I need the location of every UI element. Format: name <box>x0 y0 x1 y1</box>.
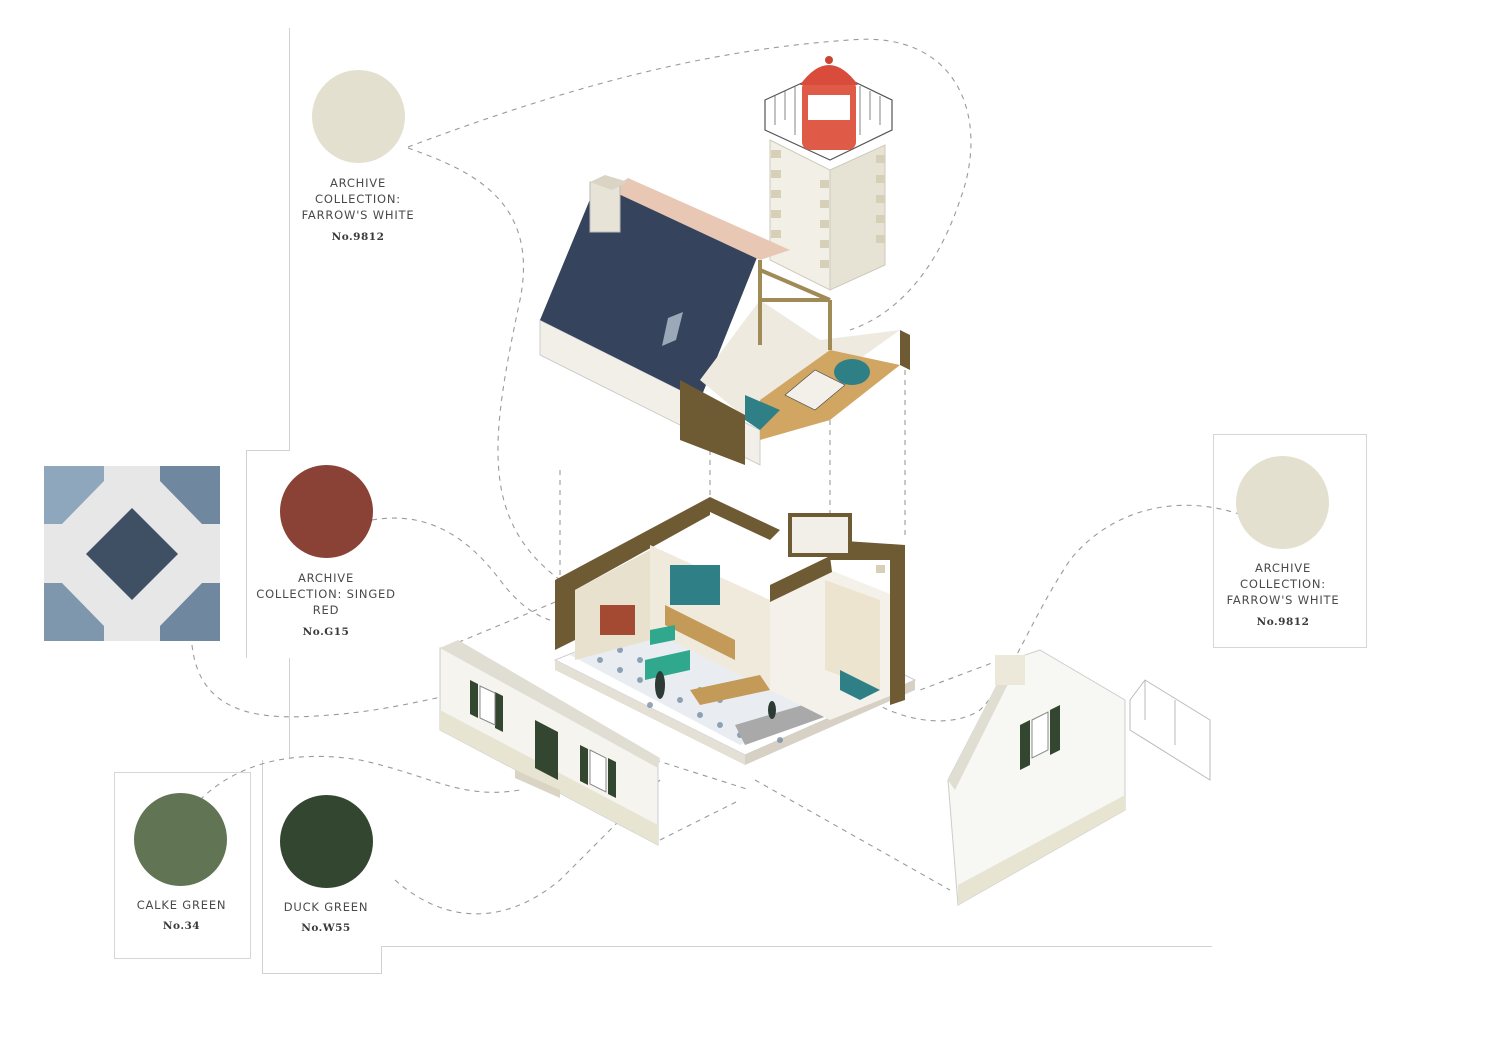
swatch-red-label-3: RED <box>312 603 340 617</box>
swatch-calke-green <box>134 793 227 886</box>
swatch-red-code: No.G15 <box>302 626 350 638</box>
front-wall <box>439 640 660 846</box>
ground-floor <box>553 497 917 765</box>
frame-line-mid-vertical <box>246 450 247 658</box>
frame-line-lower-vertical <box>289 658 290 758</box>
swatch-right-label-2: COLLECTION: <box>1240 577 1326 591</box>
swatch-top-label-1: ARCHIVE <box>329 176 387 190</box>
gable-wall <box>947 649 1211 906</box>
swatch-farrows-white-top <box>312 70 405 163</box>
frame-line-mid-horizontal <box>246 450 290 451</box>
attic-floor <box>539 175 910 466</box>
swatch-singed-red <box>280 465 373 558</box>
swatch-right-code: No.9812 <box>1256 616 1310 628</box>
swatch-top-code: No.9812 <box>331 231 385 243</box>
swatch-top-label-3: FARROW'S WHITE <box>301 208 415 222</box>
swatch-top-label-2: COLLECTION: <box>315 192 401 206</box>
frame-line-bottom-vertical <box>262 760 263 974</box>
cement-tile-pattern <box>44 466 220 641</box>
swatch-calke-code: No.34 <box>162 920 201 932</box>
lighthouse <box>764 56 893 573</box>
swatch-red-label-2: COLLECTION: SINGED <box>256 587 396 601</box>
swatch-duck-code: No.W55 <box>301 922 351 934</box>
swatch-right-label-1: ARCHIVE <box>1254 561 1312 575</box>
swatch-calke-label: CALKE GREEN <box>136 898 227 912</box>
frame-line-top-vertical <box>289 28 290 450</box>
frame-line-bottom-step <box>381 946 382 974</box>
swatch-duck-green <box>280 795 373 888</box>
frame-line-bottom-horizontal <box>382 946 1212 947</box>
frame-line-bottom-base <box>262 973 382 974</box>
swatch-duck-label: DUCK GREEN <box>283 900 369 914</box>
swatch-right-label-3: FARROW'S WHITE <box>1226 593 1340 607</box>
swatch-red-label-1: ARCHIVE <box>297 571 355 585</box>
swatch-farrows-white-right <box>1236 456 1329 549</box>
